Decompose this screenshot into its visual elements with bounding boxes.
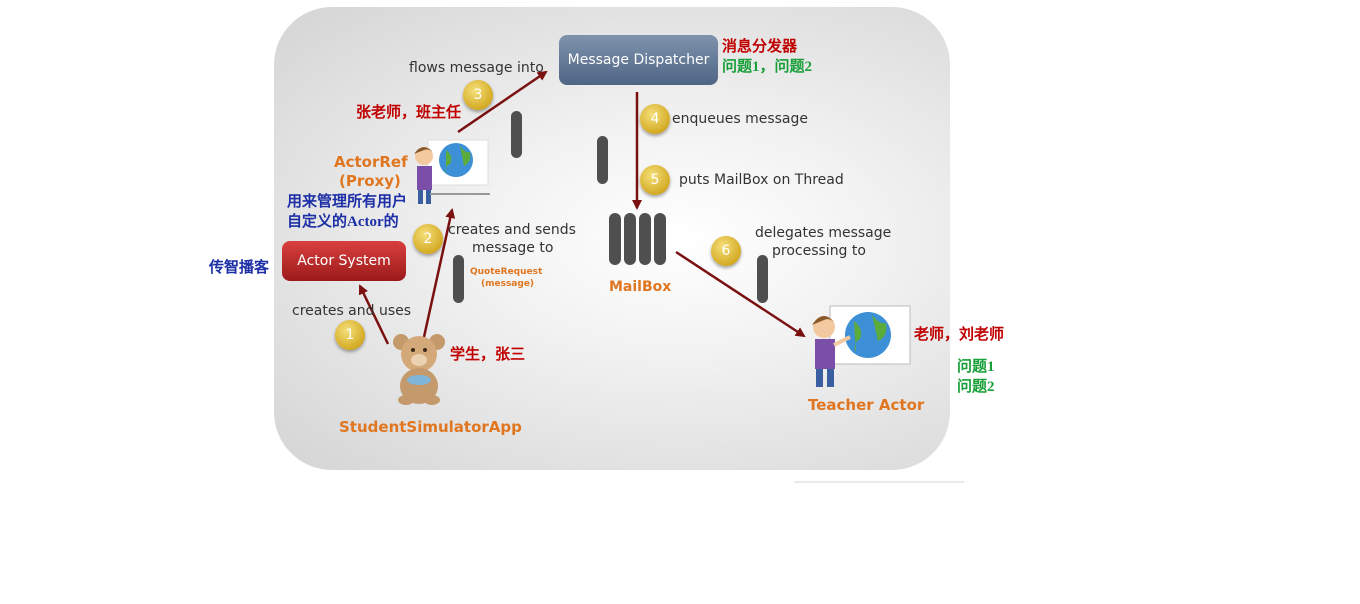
- quote-request-label: QuoteRequest: [470, 267, 543, 277]
- arrow-step1: [358, 284, 390, 345]
- student-note: 学生，张三: [450, 347, 526, 363]
- actorref-note-line2: 自定义的Actor的: [287, 214, 399, 230]
- step6-label-line1: delegates message: [755, 225, 892, 241]
- arrow-step2: [420, 208, 456, 347]
- arrow-step6: [675, 250, 806, 338]
- teacher-actor-icon: [812, 305, 911, 387]
- step5-label: puts MailBox on Thread: [679, 172, 844, 188]
- arrow-step3: [457, 70, 548, 134]
- step3-label: flows message into: [409, 60, 544, 76]
- question1-note: 问题1: [957, 359, 995, 375]
- bear-icon: [393, 334, 445, 405]
- step6-label-line2: processing to: [772, 243, 866, 259]
- message-dispatcher-box: Message Dispatcher: [559, 35, 718, 85]
- quote-request-sub: (message): [481, 279, 535, 289]
- step4-label: enqueues message: [672, 111, 809, 127]
- zhang-teacher-note: 张老师，班主任: [356, 105, 462, 121]
- dispatcher-cn-note: 消息分发器: [722, 39, 798, 55]
- question2-note: 问题2: [957, 379, 995, 395]
- step-badge-3: 3: [463, 80, 493, 110]
- mailbox-icon: [609, 213, 666, 265]
- message-token: [511, 111, 522, 158]
- message-token: [453, 255, 464, 303]
- actorref-proxy-label: (Proxy): [339, 172, 401, 190]
- mailbox-label: MailBox: [609, 279, 672, 295]
- step-badge-4: 4: [640, 104, 670, 134]
- actorref-note-line1: 用来管理所有用户: [287, 194, 408, 210]
- message-token: [757, 255, 768, 303]
- step-badge-6: 6: [711, 236, 741, 266]
- actor-system-box: Actor System: [282, 241, 406, 281]
- step1-label: creates and uses: [292, 303, 412, 319]
- message-token: [597, 136, 608, 184]
- teacher-actor-label: Teacher Actor: [808, 396, 925, 414]
- dispatcher-questions-note: 问题1，问题2: [722, 59, 813, 75]
- step2-label-line1: creates and sends: [448, 222, 576, 238]
- actorref-teacher-icon: [414, 139, 490, 204]
- actorref-label: ActorRef: [334, 153, 408, 171]
- step2-label-line2: message to: [472, 240, 554, 256]
- step-badge-5: 5: [640, 165, 670, 195]
- student-app-label: StudentSimulatorApp: [339, 418, 522, 436]
- chuanzhi-note: 传智播客: [209, 260, 270, 276]
- step-badge-2: 2: [413, 224, 443, 254]
- liu-teacher-note: 老师，刘老师: [914, 327, 1005, 343]
- step-badge-1: 1: [335, 320, 365, 350]
